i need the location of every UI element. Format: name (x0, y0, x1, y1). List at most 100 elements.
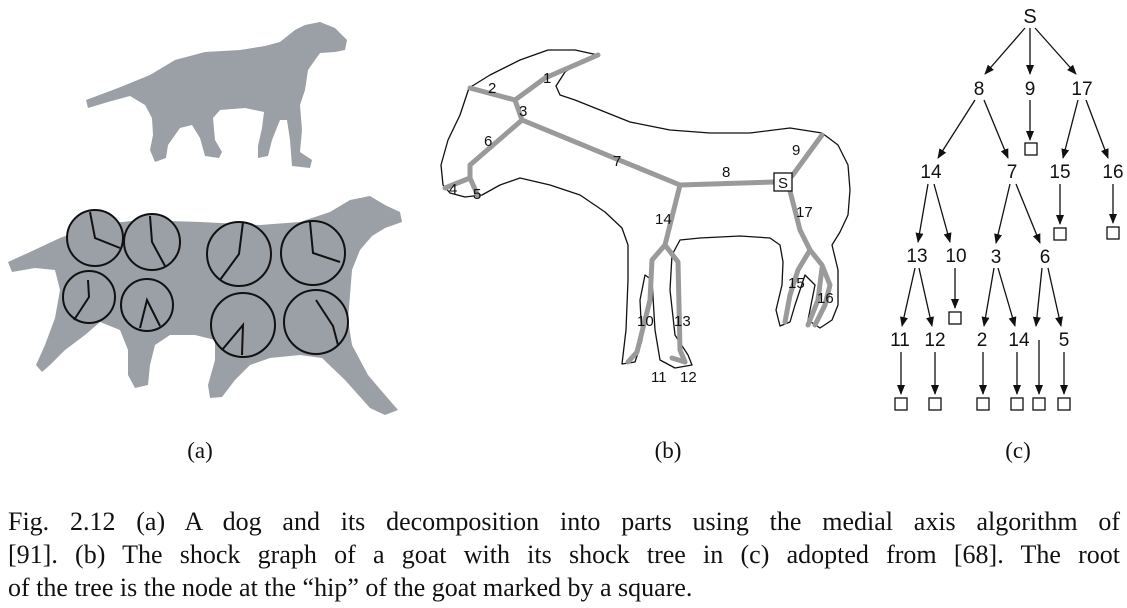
tree-node-label: 13 (906, 246, 927, 267)
shock-edge-4 (442, 175, 473, 191)
shock-edge-15 (782, 247, 813, 325)
medial-axis-parts (62, 209, 349, 358)
tree-edge (937, 99, 976, 159)
tree-leaf-box (1057, 397, 1071, 411)
shock-label: 1 (543, 70, 551, 87)
shock-label: 14 (655, 211, 672, 228)
panel-label-a: (a) (187, 438, 213, 463)
tree-edge (918, 267, 934, 327)
shock-label: 13 (674, 313, 691, 330)
tree-edge (1032, 267, 1043, 327)
tree-edge (981, 267, 995, 327)
panel-a: (a) (8, 22, 402, 463)
panel-b: S 1 2 3 4 5 6 7 8 9 10 11 12 13 14 15 16… (440, 49, 851, 463)
tree-leaf-box (928, 397, 942, 411)
tree-node-label: 3 (991, 247, 1002, 268)
tree-edge (933, 183, 952, 243)
shock-edge-13 (662, 242, 688, 365)
part-radius (221, 322, 245, 356)
shock-label: 8 (722, 164, 730, 181)
shock-label: 10 (637, 313, 654, 330)
tree-edge (915, 183, 929, 243)
shock-edge-3 (512, 97, 525, 123)
shock-edge-8 (677, 179, 777, 188)
tree-leaf-box (1053, 227, 1067, 241)
tree-node-label: 12 (924, 330, 945, 351)
tree-node-label: 11 (890, 330, 910, 351)
tree-node-label: 6 (1040, 247, 1051, 268)
tree-edge (900, 267, 916, 327)
shock-label: 16 (817, 290, 834, 307)
tree-node-label: 17 (1071, 79, 1092, 100)
tree-leaf-box (976, 397, 990, 411)
part-radius (73, 279, 91, 321)
tree-node-label: 5 (1059, 330, 1070, 351)
shock-label: 2 (488, 80, 496, 97)
tree-leaf-box (1010, 397, 1024, 411)
tree-leaf-box (948, 311, 962, 325)
shock-edge-17 (787, 188, 833, 328)
shock-graph-edges (442, 52, 833, 365)
part-radius (315, 299, 339, 346)
tree-node-labels: S 8 9 17 14 7 15 16 13 10 3 6 11 12 2 14… (890, 6, 1123, 351)
part-circle (120, 278, 174, 332)
part-radius (139, 297, 161, 329)
part-radius (149, 215, 166, 267)
tree-node-label: 14 (920, 162, 942, 183)
shock-edge-9 (789, 132, 825, 179)
tree-node-label: 15 (1049, 162, 1070, 183)
part-radius (219, 221, 244, 281)
tree-node-label: 9 (1025, 79, 1036, 100)
caption-line: of the tree is the node at the “hip” of … (8, 573, 693, 602)
tree-node-label: 8 (974, 79, 985, 100)
figure: (a) S 1 2 3 4 5 (8, 6, 1124, 463)
tree-node-label: 14 (1008, 330, 1030, 351)
tree-edge (983, 99, 1009, 159)
tree-edge (984, 27, 1026, 75)
tree-edge (1061, 99, 1079, 159)
shock-edge-14 (662, 182, 683, 248)
tree-leaf-box (1106, 226, 1120, 240)
tree-leaf-box (1032, 397, 1046, 411)
caption-line: [91]. (b) The shock graph of a goat with… (8, 540, 1120, 569)
tree-leaf-box (894, 397, 908, 411)
figure-caption: Fig. 2.12 (a) A dog and its decompositio… (8, 505, 1120, 604)
part-radius (89, 211, 121, 249)
tree-edge (1047, 267, 1063, 327)
shock-graph-labels: 1 2 3 4 5 6 7 8 9 10 11 12 13 14 15 16 1… (449, 70, 834, 386)
shock-label: 11 (651, 369, 667, 386)
panel-label-b: (b) (655, 438, 682, 463)
shock-edge-16 (805, 265, 825, 328)
tree-node-label: 2 (977, 330, 988, 351)
panel-label-c: (c) (1005, 438, 1031, 463)
shock-label: 4 (449, 181, 457, 198)
shock-root-square (773, 172, 793, 192)
tree-edge (997, 267, 1017, 327)
shock-label: 7 (613, 153, 621, 170)
tree-leaf-box (1024, 142, 1038, 156)
caption-line: Fig. 2.12 (a) A dog and its decompositio… (8, 507, 1120, 536)
shock-label: 15 (788, 275, 805, 292)
shock-label: 5 (473, 186, 481, 203)
tree-edge (1015, 183, 1041, 244)
tree-root-label: S (1023, 6, 1036, 28)
tree-edge (994, 183, 1011, 244)
shock-edge-10 (625, 242, 668, 365)
part-radius (309, 221, 341, 263)
shock-label: 6 (484, 133, 492, 150)
part-circle (283, 289, 349, 355)
dog-silhouette-top (86, 22, 347, 168)
tree-leaf-boxes (894, 142, 1120, 411)
shock-label: 17 (796, 204, 813, 221)
shock-label: 9 (792, 142, 800, 159)
goat-outline (440, 49, 851, 369)
tree-node-label: 7 (1007, 162, 1018, 183)
tree-edge (1034, 27, 1077, 75)
tree-edges (897, 27, 1117, 395)
panel-c: S 8 9 17 14 7 15 16 13 10 3 6 11 12 2 14… (890, 6, 1123, 463)
shock-edge-1 (512, 52, 601, 103)
shock-root-label: S (778, 175, 788, 192)
shock-label: 3 (519, 103, 527, 120)
tree-node-label: 10 (945, 246, 966, 267)
shock-edge-2 (467, 85, 518, 103)
